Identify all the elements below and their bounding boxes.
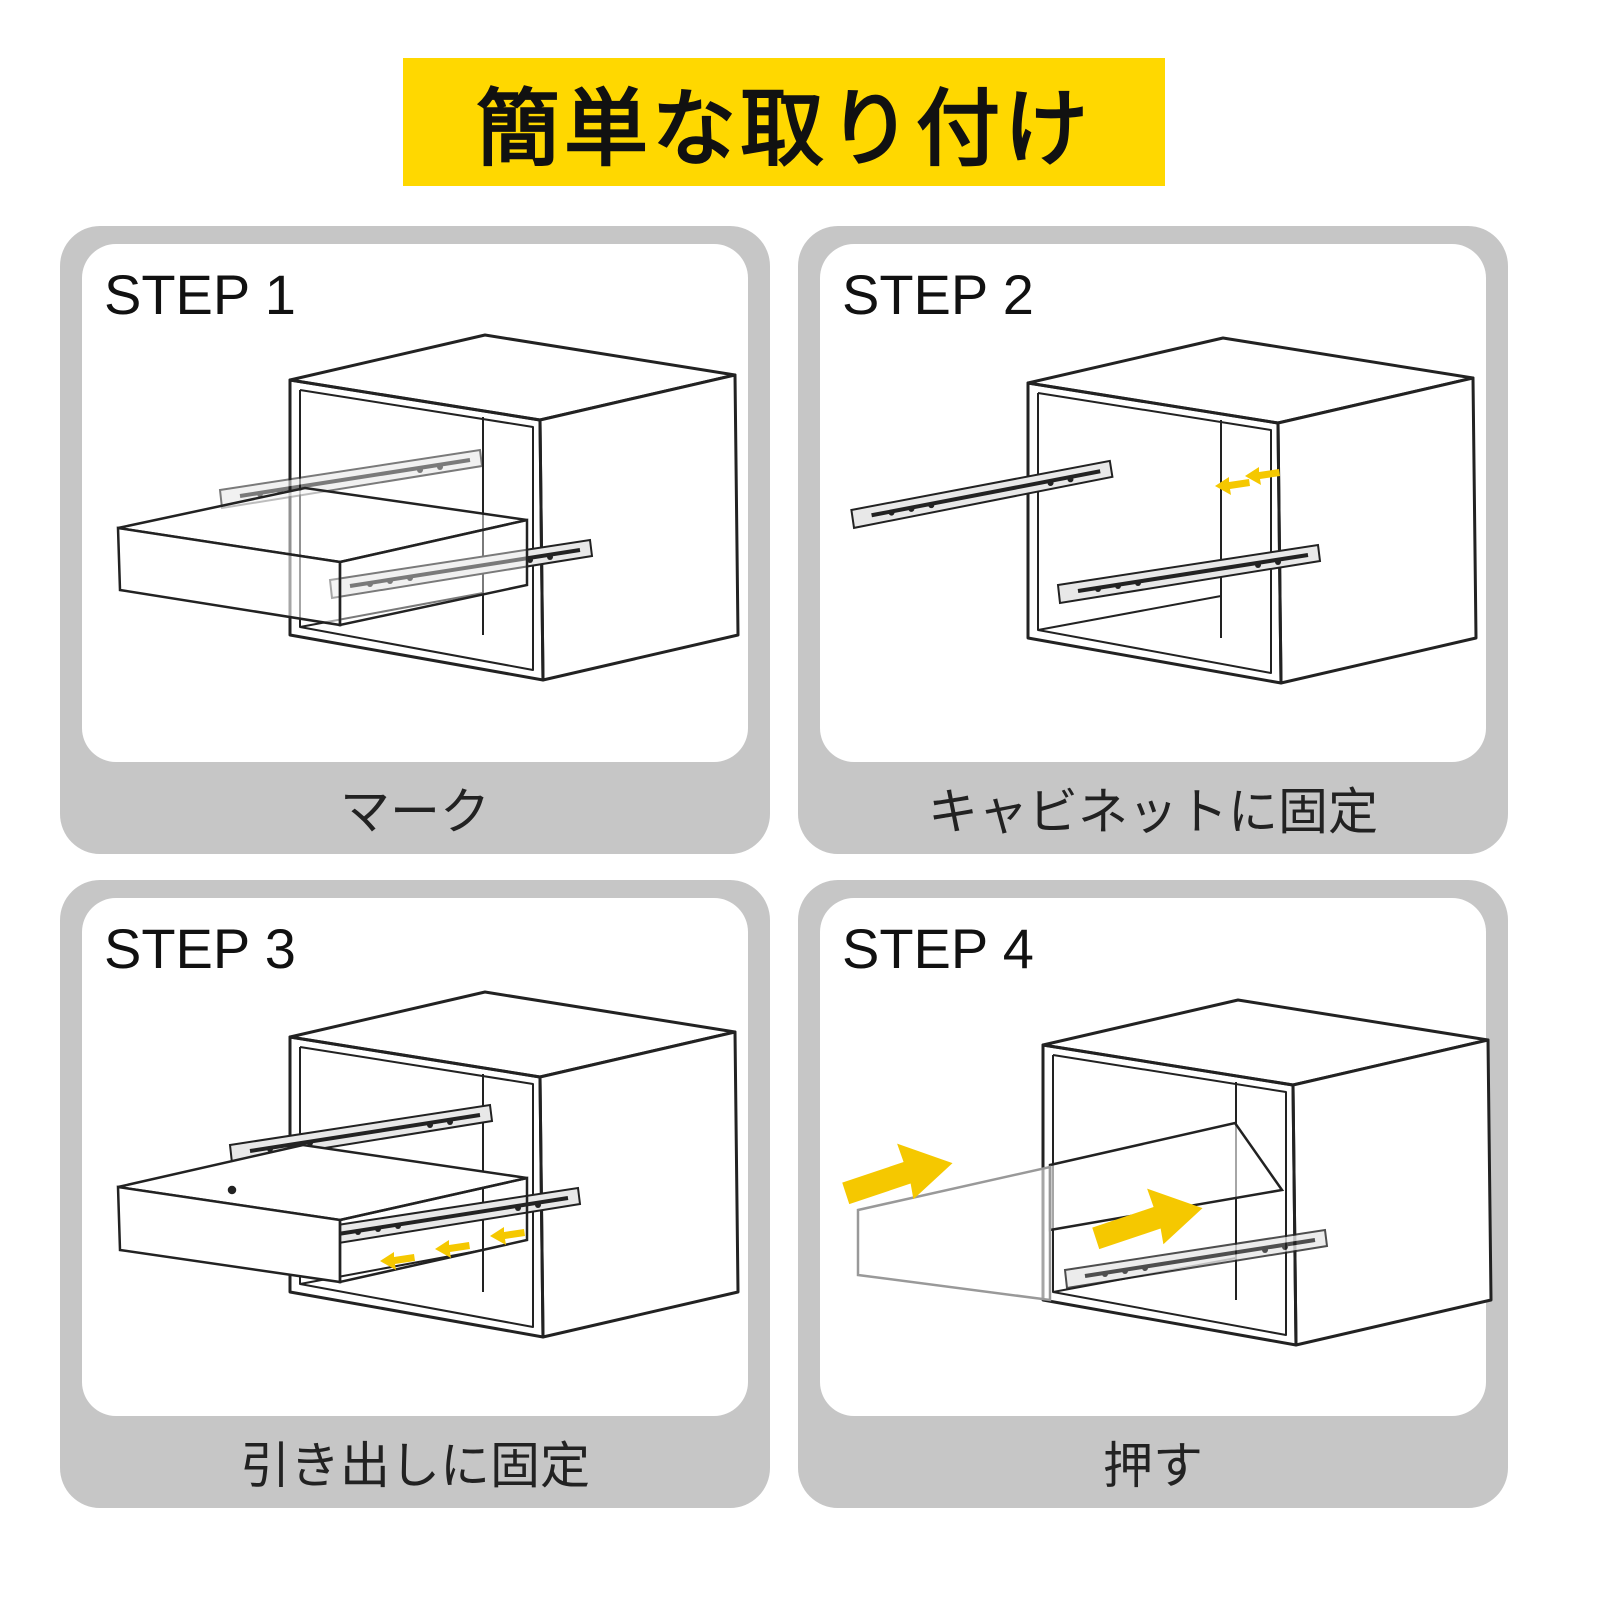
step-1-label: STEP 1 [104,263,296,326]
step-2-illustration-area: STEP 2 [820,244,1486,762]
step-4-caption: 押す [1103,1437,1203,1495]
step-1-caption: マーク [340,783,490,841]
step-2-caption: キャビネットに固定 [928,783,1378,841]
step-3-label: STEP 3 [104,917,296,980]
step-2-label: STEP 2 [842,263,1034,326]
step-2-panel: STEP 2 キャビネットに固定 [798,226,1508,854]
step-4-illustration-area: STEP 4 [820,898,1486,1416]
step-1-illustration-area: STEP 1 [82,244,748,762]
step-1-panel: STEP 1 マーク [60,226,770,854]
step-3-panel: STEP 3 引き出しに固定 [60,880,770,1508]
step-3-illustration-area: STEP 3 [82,898,748,1416]
page-title: 簡単な取り付け [475,79,1092,178]
step-4-panel: STEP 4 押す [798,880,1508,1508]
step-4-label: STEP 4 [842,917,1034,980]
step-3-caption: 引き出しに固定 [240,1437,590,1495]
title-banner: 簡単な取り付け [403,58,1165,186]
